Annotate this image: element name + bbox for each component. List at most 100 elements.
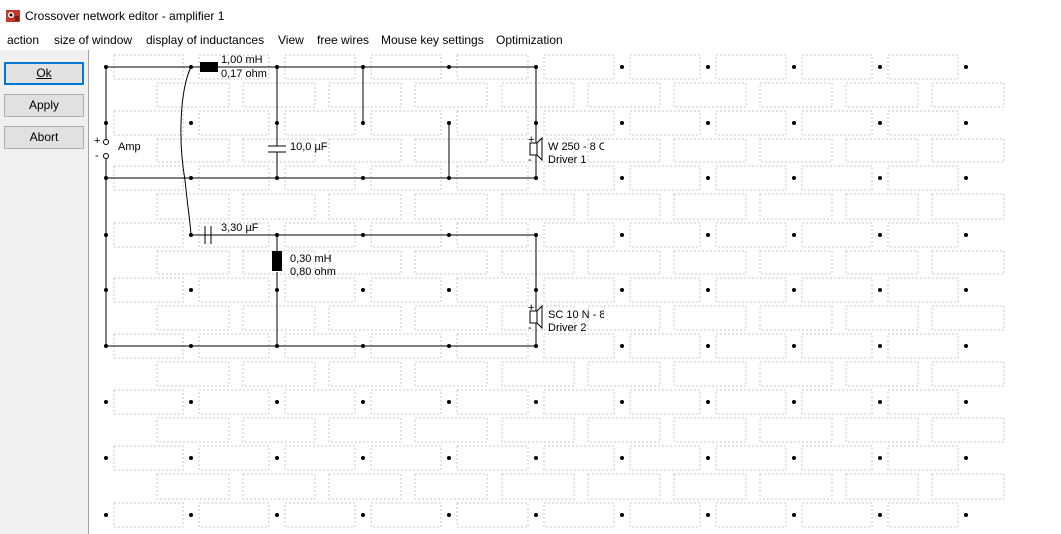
grid-slot[interactable] [673, 250, 747, 275]
grid-slot[interactable] [113, 502, 184, 528]
grid-slot[interactable] [414, 305, 488, 331]
grid-node[interactable] [447, 456, 451, 460]
grid-slot[interactable] [456, 502, 529, 528]
grid-node[interactable] [275, 400, 279, 404]
grid-slot[interactable] [242, 82, 316, 108]
menu-optimization[interactable]: Optimization [496, 33, 563, 47]
grid-slot[interactable] [284, 502, 356, 528]
grid-node[interactable] [706, 121, 710, 125]
grid-node[interactable] [706, 65, 710, 69]
grid-slot[interactable] [715, 502, 787, 528]
grid-node[interactable] [792, 176, 796, 180]
grid-slot[interactable] [887, 110, 959, 136]
menu-action[interactable]: action [7, 33, 40, 47]
grid-slot[interactable] [759, 193, 833, 220]
grid-node[interactable] [878, 65, 882, 69]
grid-slot[interactable] [629, 54, 701, 80]
grid-slot[interactable] [845, 361, 919, 387]
grid-slot[interactable] [501, 305, 575, 331]
grid-node[interactable] [706, 233, 710, 237]
grid-slot[interactable] [845, 305, 919, 331]
grid-slot[interactable] [931, 138, 1005, 163]
grid-slot[interactable] [501, 82, 575, 108]
grid-slot[interactable] [845, 473, 919, 500]
grid-slot[interactable] [715, 222, 787, 248]
grid-slot[interactable] [629, 277, 701, 303]
grid-node[interactable] [275, 513, 279, 517]
grid-node[interactable] [878, 513, 882, 517]
grid-slot[interactable] [629, 389, 701, 415]
grid-slot[interactable] [456, 445, 529, 471]
grid-slot[interactable] [801, 389, 873, 415]
grid-slot[interactable] [501, 417, 575, 443]
grid-slot[interactable] [328, 82, 402, 108]
grid-slot[interactable] [629, 222, 701, 248]
grid-node[interactable] [792, 121, 796, 125]
grid-node[interactable] [104, 513, 108, 517]
grid-slot[interactable] [587, 250, 661, 275]
grid-slot[interactable] [801, 277, 873, 303]
grid-slot[interactable] [587, 473, 661, 500]
grid-node[interactable] [964, 513, 968, 517]
menu-free-wires[interactable]: free wires [317, 33, 370, 47]
grid-slot[interactable] [715, 110, 787, 136]
grid-node[interactable] [534, 513, 538, 517]
grid-node[interactable] [104, 400, 108, 404]
grid-slot[interactable] [543, 110, 615, 136]
grid-slot[interactable] [242, 193, 316, 220]
grid-slot[interactable] [370, 277, 442, 303]
grid-node[interactable] [706, 513, 710, 517]
grid-node[interactable] [361, 400, 365, 404]
menu-display-of-inductances[interactable]: display of inductances [146, 33, 265, 47]
grid-node[interactable] [620, 288, 624, 292]
capacitor2-symbol[interactable] [191, 226, 212, 244]
grid-slot[interactable] [673, 305, 747, 331]
grid-node[interactable] [706, 400, 710, 404]
grid-slot[interactable] [715, 54, 787, 80]
grid-slot[interactable] [156, 138, 230, 163]
menu-size-of-window[interactable]: size of window [54, 33, 133, 47]
grid-slot[interactable] [931, 361, 1005, 387]
abort-button[interactable]: Abort [4, 126, 84, 149]
grid-slot[interactable] [543, 445, 615, 471]
grid-slot[interactable] [198, 502, 270, 528]
grid-slot[interactable] [629, 165, 701, 191]
grid-node[interactable] [447, 400, 451, 404]
grid-slot[interactable] [284, 110, 356, 136]
grid-node[interactable] [792, 233, 796, 237]
grid-slot[interactable] [931, 417, 1005, 443]
grid-node[interactable] [964, 456, 968, 460]
grid-slot[interactable] [887, 445, 959, 471]
grid-node[interactable] [620, 233, 624, 237]
grid-slot[interactable] [370, 445, 442, 471]
grid-slot[interactable] [242, 417, 316, 443]
grid-slot[interactable] [801, 165, 873, 191]
grid-node[interactable] [534, 400, 538, 404]
grid-slot[interactable] [801, 110, 873, 136]
grid-slot[interactable] [543, 165, 615, 191]
grid-slot[interactable] [801, 445, 873, 471]
grid-slot[interactable] [242, 138, 316, 163]
grid-slot[interactable] [887, 389, 959, 415]
grid-slot[interactable] [931, 473, 1005, 500]
grid-slot[interactable] [845, 138, 919, 163]
grid-node[interactable] [878, 288, 882, 292]
grid-slot[interactable] [845, 193, 919, 220]
grid-node[interactable] [878, 400, 882, 404]
grid-slot[interactable] [198, 277, 270, 303]
grid-slot[interactable] [801, 502, 873, 528]
grid-node[interactable] [620, 400, 624, 404]
grid-slot[interactable] [759, 305, 833, 331]
grid-slot[interactable] [156, 193, 230, 220]
grid-slot[interactable] [113, 110, 184, 136]
grid-node[interactable] [447, 513, 451, 517]
grid-node[interactable] [964, 65, 968, 69]
grid-slot[interactable] [543, 222, 615, 248]
grid-slot[interactable] [328, 361, 402, 387]
grid-slot[interactable] [113, 277, 184, 303]
grid-slot[interactable] [543, 54, 615, 80]
grid-node[interactable] [620, 176, 624, 180]
grid-slot[interactable] [156, 250, 230, 275]
grid-node[interactable] [964, 233, 968, 237]
grid-slot[interactable] [587, 361, 661, 387]
